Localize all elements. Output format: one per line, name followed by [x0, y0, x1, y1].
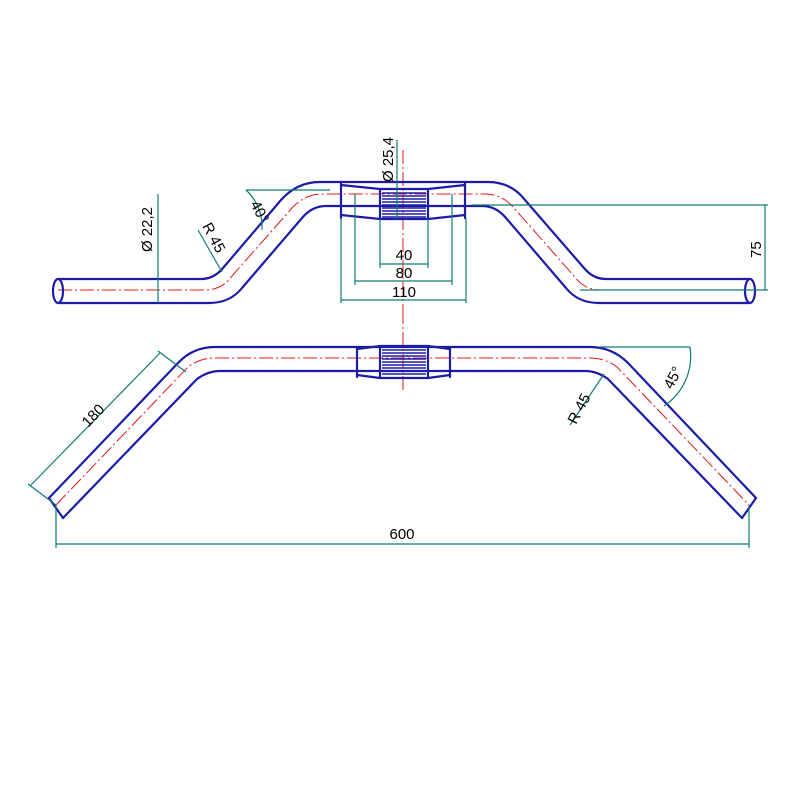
front-right-tube-end	[743, 277, 757, 305]
end-length-dimension: 180	[27, 350, 187, 506]
center-width-dimension: 110	[340, 218, 467, 303]
front-bend-angle-dimension: 40°	[245, 189, 330, 231]
overall-width-dimension: 600	[55, 505, 750, 548]
rise-label: 75	[748, 241, 765, 258]
knurl-width-dimension: 40	[379, 219, 429, 268]
front-bend-radius-dimension: R 45	[197, 220, 228, 273]
top-bend-radius-label: R 45	[565, 391, 595, 427]
rise-dimension: 75	[472, 204, 768, 291]
front-left-tube-end	[51, 277, 65, 305]
front-knurl-pattern	[382, 192, 426, 218]
front-tube-upper-outline	[56, 180, 752, 281]
center-width-label: 110	[392, 284, 416, 301]
overall-width-label: 600	[389, 526, 414, 543]
bar-diameter-dimension: Ø 22,2	[139, 194, 159, 303]
end-length-label: 180	[79, 401, 109, 431]
clamp-diameter-label: Ø 25,4	[380, 137, 397, 182]
top-tube-lower-outline	[61, 369, 744, 520]
front-tube-lower-outline	[56, 204, 752, 305]
clamp-width-dimension: 80	[354, 194, 453, 285]
bar-diameter-label: Ø 22,2	[139, 207, 156, 252]
front-clamp-section	[339, 180, 467, 221]
top-view: 180 R 45 45° 600	[27, 310, 758, 548]
top-knurl-pattern	[382, 349, 426, 375]
front-bend-angle-label: 40°	[246, 198, 272, 226]
top-clamp-section	[355, 344, 452, 380]
clamp-diameter-dimension: Ø 25,4	[380, 137, 398, 219]
top-bend-radius-dimension: R 45	[565, 373, 605, 427]
clamp-width-label: 80	[396, 265, 413, 282]
knurl-width-label: 40	[396, 247, 413, 264]
front-view: Ø 22,2 Ø 25,4 R 45 40° 40	[51, 137, 768, 325]
